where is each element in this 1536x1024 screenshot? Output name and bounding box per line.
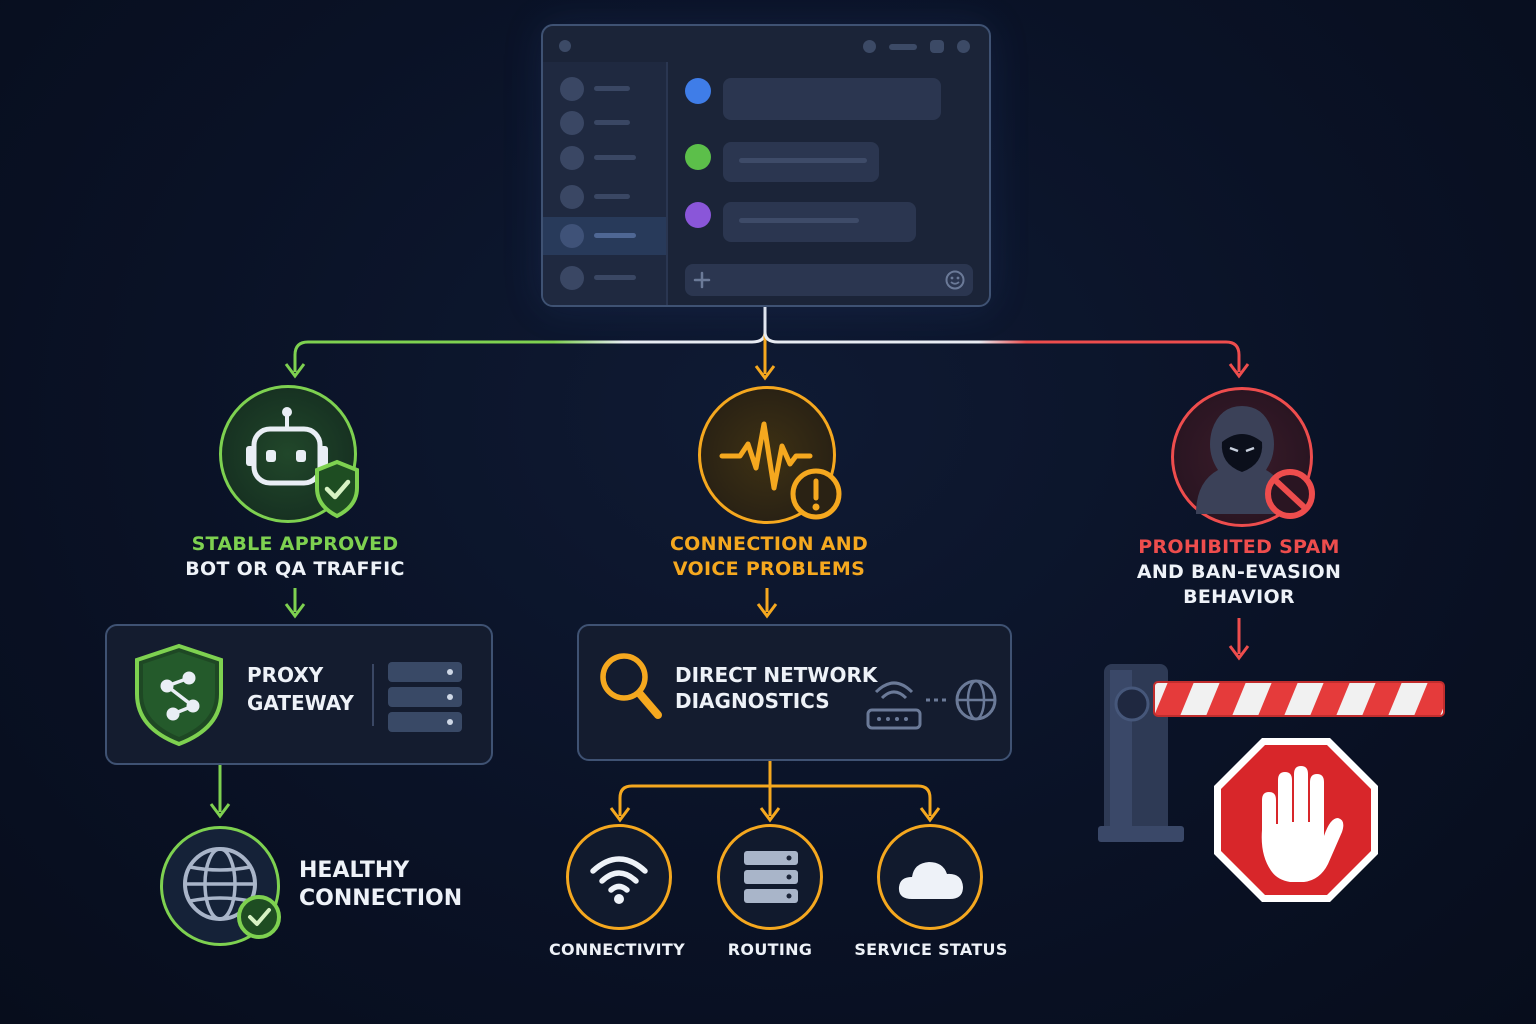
problems-title-line1: CONNECTION AND: [669, 533, 869, 555]
sidebar-avatar-active: [560, 224, 584, 248]
gateway-divider: [372, 664, 374, 726]
window-control-dot: [863, 40, 876, 53]
message-avatar-purple: [685, 202, 711, 228]
routing-label: ROUTING: [727, 940, 813, 959]
connectivity-circle: [566, 824, 672, 930]
cloud-icon: [898, 862, 963, 899]
approved-title-line2: BOT OR QA TRAFFIC: [185, 558, 405, 580]
shield-network-icon: [135, 643, 223, 747]
sidebar-avatar: [560, 185, 584, 209]
message-avatar-blue: [685, 78, 711, 104]
magnifier-icon: [600, 653, 662, 719]
chat-app-window: [541, 24, 991, 307]
message-avatar-green: [685, 144, 711, 170]
service-status-label: SERVICE STATUS: [854, 940, 1008, 959]
emoji-icon[interactable]: [945, 270, 965, 290]
sidebar-line: [594, 194, 630, 199]
diagnostics-label-line2: DIAGNOSTICS: [675, 689, 830, 713]
healthy-label-line2: CONNECTION: [299, 886, 463, 911]
wifi-icon: [590, 856, 648, 904]
message-input[interactable]: [685, 264, 973, 296]
plus-icon[interactable]: [693, 271, 711, 289]
routing-server-icon: [744, 851, 798, 903]
globe-check-icon: [183, 847, 281, 939]
connectivity-label: CONNECTIVITY: [548, 940, 686, 959]
gateway-label-line2: GATEWAY: [247, 691, 354, 715]
sidebar-line: [594, 86, 630, 91]
server-stack-icon: [388, 662, 462, 732]
channel-sidebar: [543, 62, 668, 305]
message-bubble: [723, 78, 941, 120]
window-control-bar: [889, 44, 917, 50]
barrier-stop-hand-icon: [1098, 664, 1445, 902]
diagnostics-label-line1: DIRECT NETWORK: [675, 663, 878, 687]
window-close-dot: [957, 40, 970, 53]
prohibited-title-line2: AND BAN-EVASION: [1136, 561, 1342, 583]
network-diagnostics-box: [577, 624, 1012, 761]
sidebar-line: [594, 275, 636, 280]
sidebar-line: [594, 155, 636, 160]
robot-shield-icon: [246, 407, 359, 519]
sidebar-avatar: [560, 146, 584, 170]
hooded-figure-blocked-icon: [1196, 406, 1315, 519]
message-line: [739, 158, 867, 163]
window-control-square: [930, 40, 944, 53]
sidebar-line-active: [594, 233, 636, 238]
sidebar-line: [594, 120, 630, 125]
sidebar-avatar: [560, 266, 584, 290]
healthy-label-line1: HEALTHY: [299, 858, 410, 883]
waveform-warning-icon: [719, 421, 842, 520]
approved-title-line1: STABLE APPROVED: [191, 533, 399, 555]
window-dot: [559, 40, 571, 52]
message-line: [739, 218, 859, 223]
prohibited-title-line3: BEHAVIOR: [1183, 586, 1295, 608]
wire-prohibited: [763, 331, 1241, 372]
router-globe-icon: [866, 679, 997, 730]
sidebar-avatar: [560, 77, 584, 101]
wire-approved: [293, 331, 767, 372]
sidebar-avatar: [560, 111, 584, 135]
prohibited-title-line1: PROHIBITED SPAM: [1138, 536, 1340, 558]
gateway-label-line1: PROXY: [247, 663, 324, 687]
problems-title-line2: VOICE PROBLEMS: [672, 558, 866, 580]
